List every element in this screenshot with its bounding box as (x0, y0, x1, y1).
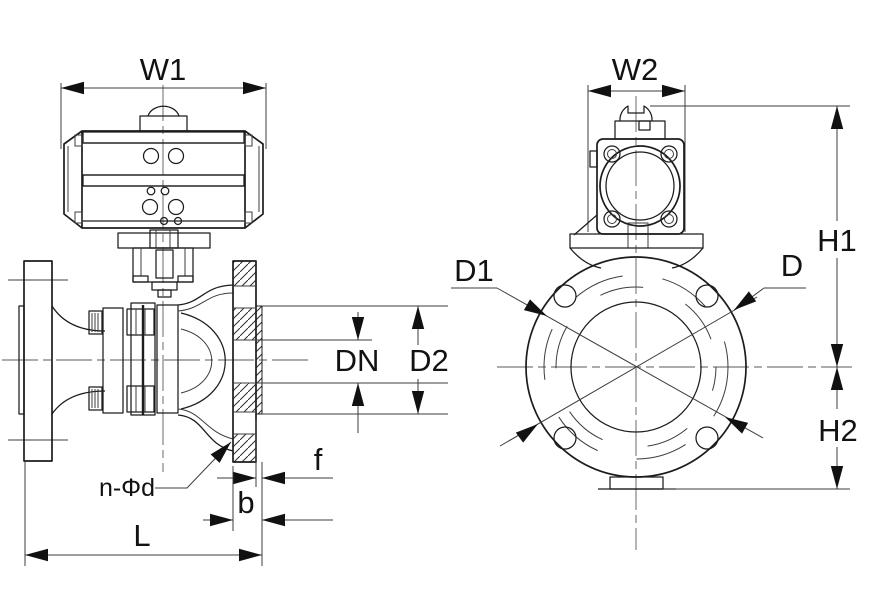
dim-label-d: D (781, 248, 803, 283)
dim-label-h1: H1 (817, 223, 857, 258)
actuator-side (63, 105, 264, 229)
dim-label-dn: DN (335, 343, 380, 378)
dim-w2: W2 (587, 52, 686, 232)
dim-f: f (217, 420, 333, 487)
valve-body-side (18, 260, 448, 463)
flange-front (525, 256, 747, 490)
stem-bracket-side (117, 229, 211, 298)
dim-h1: H1 (650, 105, 857, 367)
dim-label-d2: D2 (409, 343, 449, 378)
front-view-centerlines (497, 96, 852, 550)
dim-label-h2: H2 (818, 413, 858, 448)
dim-label-l: L (133, 518, 150, 553)
dim-label-d1: D1 (454, 253, 494, 288)
front-view: W2 (451, 52, 858, 550)
dim-d1: D1 (451, 253, 764, 439)
side-view: W1 (2, 52, 449, 566)
dim-label-w1: W1 (140, 52, 187, 87)
dim-d2: D2 (409, 306, 449, 414)
dim-dn: DN (335, 312, 380, 433)
dim-h2: H2 (663, 367, 858, 490)
dim-l: L (24, 462, 263, 566)
dim-d: D (499, 248, 806, 447)
dim-label-b: b (237, 485, 254, 520)
dim-w1: W1 (60, 52, 267, 149)
bolt-holes-callout-label: n-Φd (99, 474, 155, 502)
actuator-front (569, 105, 704, 269)
dim-b: b (203, 466, 333, 531)
dim-label-w2: W2 (612, 52, 659, 87)
dim-label-f: f (314, 442, 323, 477)
bolt-holes-callout: n-Φd (99, 437, 236, 502)
